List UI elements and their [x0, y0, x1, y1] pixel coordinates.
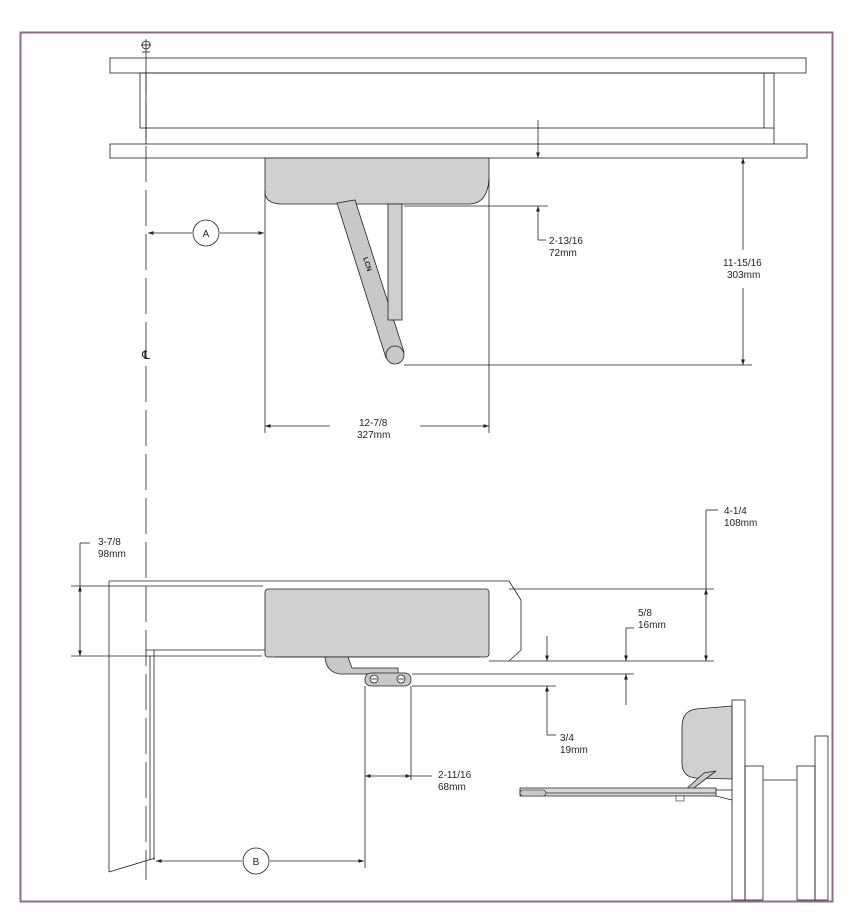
callout-b-label: B — [253, 857, 260, 868]
closer-arm-plan: LCN — [336, 199, 405, 365]
frame-header-outline — [109, 580, 522, 662]
dim-projection-metric: 303mm — [727, 270, 760, 281]
dim-shoe-offset-metric: 16mm — [638, 620, 666, 631]
dim-body-length-imperial: 12-7/8 — [359, 418, 388, 429]
dim-projection-imperial: 11-15/16 — [723, 258, 762, 269]
arm-shoe-elevation — [324, 656, 412, 687]
centerline-symbol: ℄ — [141, 348, 150, 362]
dim-shoe-width-metric: 68mm — [438, 782, 466, 793]
drawing-frame — [19, 31, 834, 903]
dim-shoe-thickness-imperial: 3/4 — [560, 733, 574, 744]
header-bottom-plate — [109, 143, 808, 159]
closer-body-plan — [264, 157, 490, 205]
header-top-plate — [109, 57, 807, 74]
dim-header-imperial: 3-7/8 — [98, 537, 121, 548]
dim-header-metric: 98mm — [98, 549, 126, 560]
top-view: LCN 2-13/16 72mm 11-15/16 303mm 12-7/8 3… — [109, 39, 808, 880]
closer-body-elevation — [264, 588, 490, 658]
bottom-view: 3-7/8 98mm 4-1/4 108mm 5/8 16mm 3/4 19mm… — [71, 506, 757, 875]
dim-body-length-metric: 327mm — [357, 430, 390, 441]
dim-arm-depth-metric: 72mm — [549, 248, 577, 259]
dim-shoe-width-imperial: 2-11/16 — [438, 770, 472, 781]
callout-b-circle — [242, 847, 270, 875]
side-detail-view — [519, 699, 829, 901]
dim-height-imperial: 4-1/4 — [724, 506, 747, 517]
closer-logo: LCN — [361, 256, 372, 272]
closer-body-side — [681, 705, 733, 780]
dim-shoe-thickness-metric: 19mm — [560, 745, 588, 756]
callout-a-label: A — [203, 229, 210, 240]
callout-a-circle — [192, 219, 220, 247]
dim-height-metric: 108mm — [724, 518, 757, 529]
dim-arm-depth-imperial: 2-13/16 — [549, 236, 583, 247]
dim-shoe-offset-imperial: 5/8 — [638, 608, 652, 619]
header-body — [139, 72, 775, 129]
pivot-symbol — [141, 39, 151, 58]
